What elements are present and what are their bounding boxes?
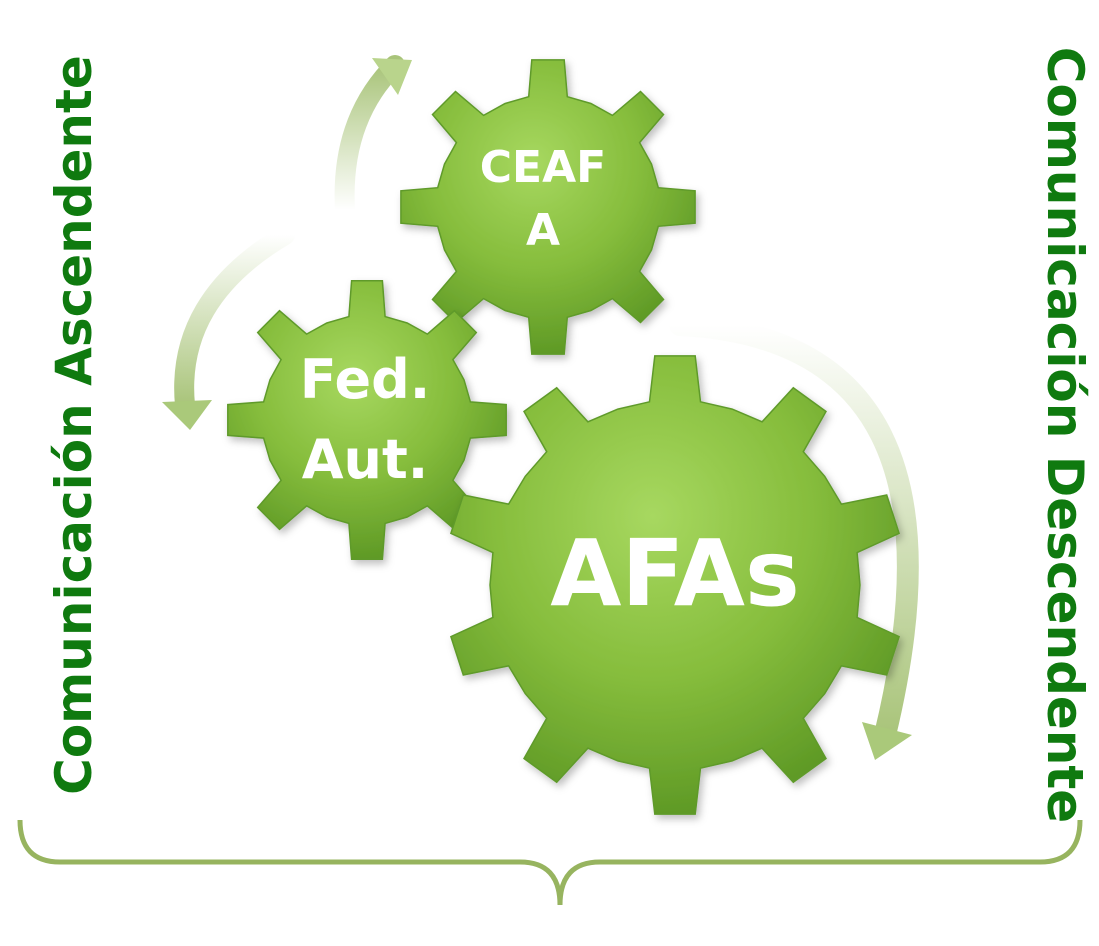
gear-ceafa bbox=[400, 59, 696, 355]
gear-fed-aut-line2: Aut. bbox=[302, 428, 429, 491]
gear-left-shape bbox=[227, 280, 507, 560]
gear-afas-label: AFAs bbox=[550, 520, 799, 627]
gear-ceafa-line2: A bbox=[526, 205, 560, 256]
gear-fed-aut bbox=[227, 280, 507, 560]
arrow-left-curve bbox=[162, 225, 295, 430]
gear-afas bbox=[449, 355, 901, 815]
gear-top-shape bbox=[400, 59, 696, 355]
gear-big-shape bbox=[449, 355, 901, 815]
gear-fed-aut-line1: Fed. bbox=[300, 348, 431, 411]
arrow-right-curve bbox=[669, 314, 919, 760]
gear-ceafa-line1: CEAF bbox=[480, 142, 606, 193]
bottom-brace bbox=[17, 819, 1083, 906]
arrow-top-curve bbox=[334, 55, 412, 220]
